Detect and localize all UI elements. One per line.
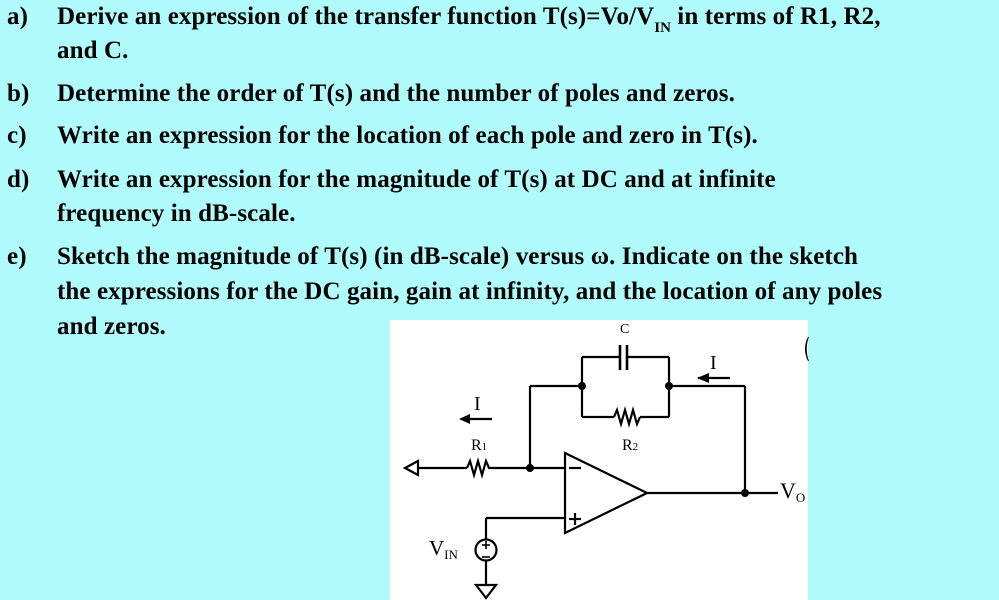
question-label: d) — [7, 166, 30, 193]
question-label: c) — [7, 122, 27, 149]
r1-label: R1 — [471, 437, 488, 454]
junction-node — [526, 464, 534, 472]
capacitor-label: C — [620, 322, 630, 337]
current-label-right: I — [710, 352, 717, 374]
junction-node — [741, 489, 749, 497]
question-text-line3: and zeros. — [57, 313, 166, 340]
stray-paren-glyph — [805, 337, 809, 361]
junction-node — [665, 382, 673, 390]
question-label: e) — [7, 243, 27, 270]
opamp — [563, 451, 650, 535]
question-text-line2: the expressions for the DC gain, gain at… — [57, 278, 883, 305]
question-text: Write an expression for the magnitude of… — [57, 166, 776, 193]
question-text-line2: frequency in dB-scale. — [57, 200, 296, 227]
question-text: Determine the order of T(s) and the numb… — [57, 80, 735, 107]
ground-symbol-left — [402, 459, 420, 477]
vin-label: VIN — [429, 536, 458, 562]
question-text: Sketch the magnitude of T(s) (in dB-scal… — [57, 243, 859, 270]
resistor-r1 — [465, 456, 491, 480]
question-text: Write an expression for the location of … — [57, 122, 758, 149]
ground-symbol-bottom — [473, 583, 499, 600]
r2-label: R2 — [622, 437, 639, 454]
junction-node — [578, 382, 586, 390]
question-label: b) — [7, 80, 30, 107]
question-text: Derive an expression of the transfer fun… — [57, 3, 881, 36]
resistor-r2 — [612, 405, 642, 429]
circuit-diagram — [390, 320, 808, 600]
current-label-left: I — [474, 393, 481, 415]
question-text-line2: and C. — [57, 37, 129, 64]
voltage-source-vin — [474, 538, 498, 562]
vo-label: VO — [780, 478, 806, 505]
question-label: a) — [7, 3, 29, 30]
